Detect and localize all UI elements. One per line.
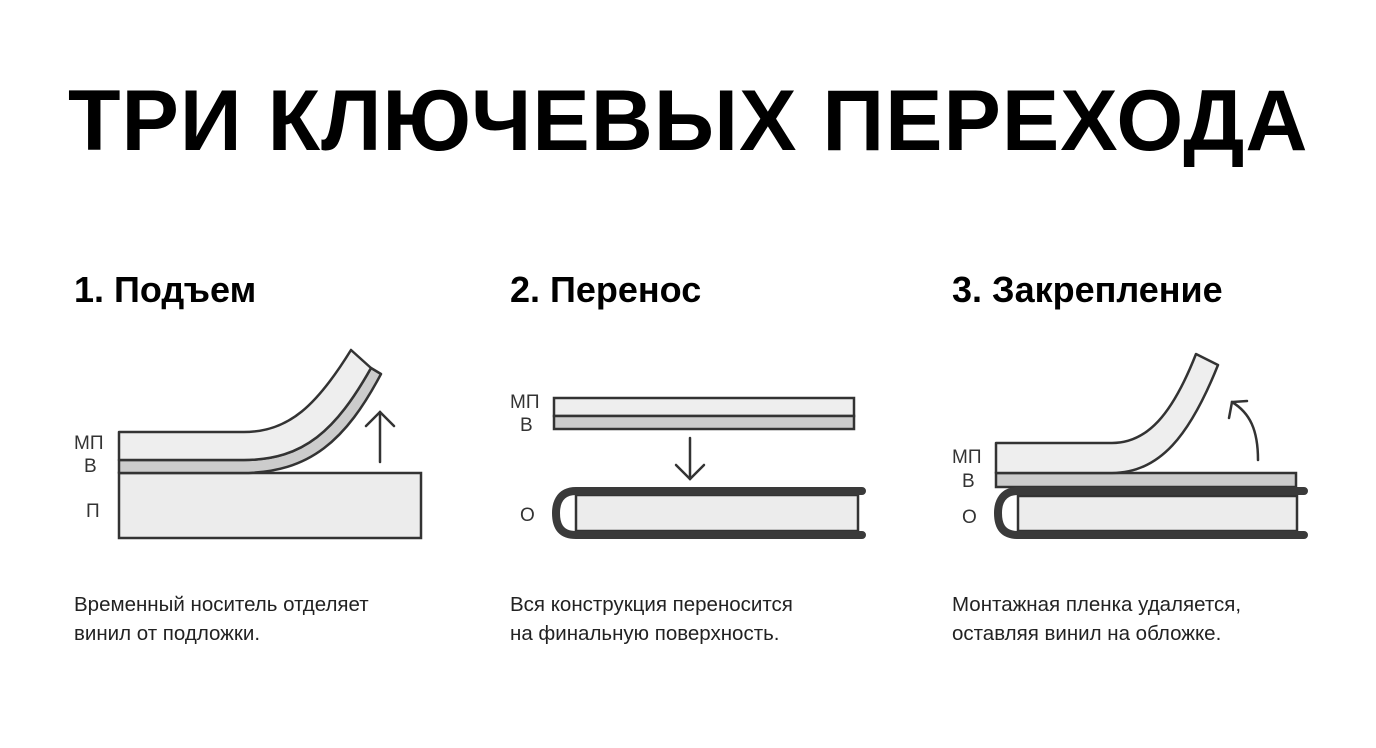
label-vinyl: В [520,415,533,436]
label-cover: О [520,505,535,526]
step-fix: 3. Закрепление МП В О Монтажная пленка у… [952,270,1372,690]
step-description: Монтажная пленка удаляется, оставляя вин… [952,593,1242,645]
down-arrow-icon [674,436,706,481]
label-vinyl: В [962,471,975,492]
cover-wrap [993,487,1308,539]
step-transfer: 2. Перенос МП В О Вся конструкция перено… [510,270,930,690]
cover-board [1016,494,1299,533]
lift-diagram: МП В П [74,348,423,540]
cover-board [574,493,860,533]
fix-diagram: МП В О [952,352,1308,539]
label-cover: О [962,507,977,528]
label-film: МП [952,447,981,468]
mounting-film-layer [994,352,1220,475]
step-title: 3. Закрепление [952,269,1223,310]
step-title: 2. Перенос [510,269,702,310]
mounting-film-layer [117,348,373,462]
curved-arrow-icon [1227,399,1260,462]
substrate-layer [117,471,423,540]
vinyl-layer [994,471,1298,489]
mounting-film-layer [552,396,856,418]
step-description: Временный носитель отделяет винил от под… [74,593,369,645]
vinyl-layer [552,414,856,431]
label-vinyl: В [84,456,97,477]
transfer-diagram: МП В О [510,392,866,539]
step-lift: 1. Подъем МП В П Временный носитель отде… [74,270,494,690]
label-film: МП [510,392,539,413]
step-description: Вся конструкция переносится на финальную… [510,593,793,645]
page-title: ТРИ КЛЮЧЕВЫХ ПЕРЕХОДА [68,73,1309,169]
label-substrate: П [86,501,100,522]
step-title: 1. Подъем [74,269,257,310]
label-film: МП [74,433,103,454]
cover-wrap [551,487,866,539]
up-arrow-icon [364,410,396,464]
